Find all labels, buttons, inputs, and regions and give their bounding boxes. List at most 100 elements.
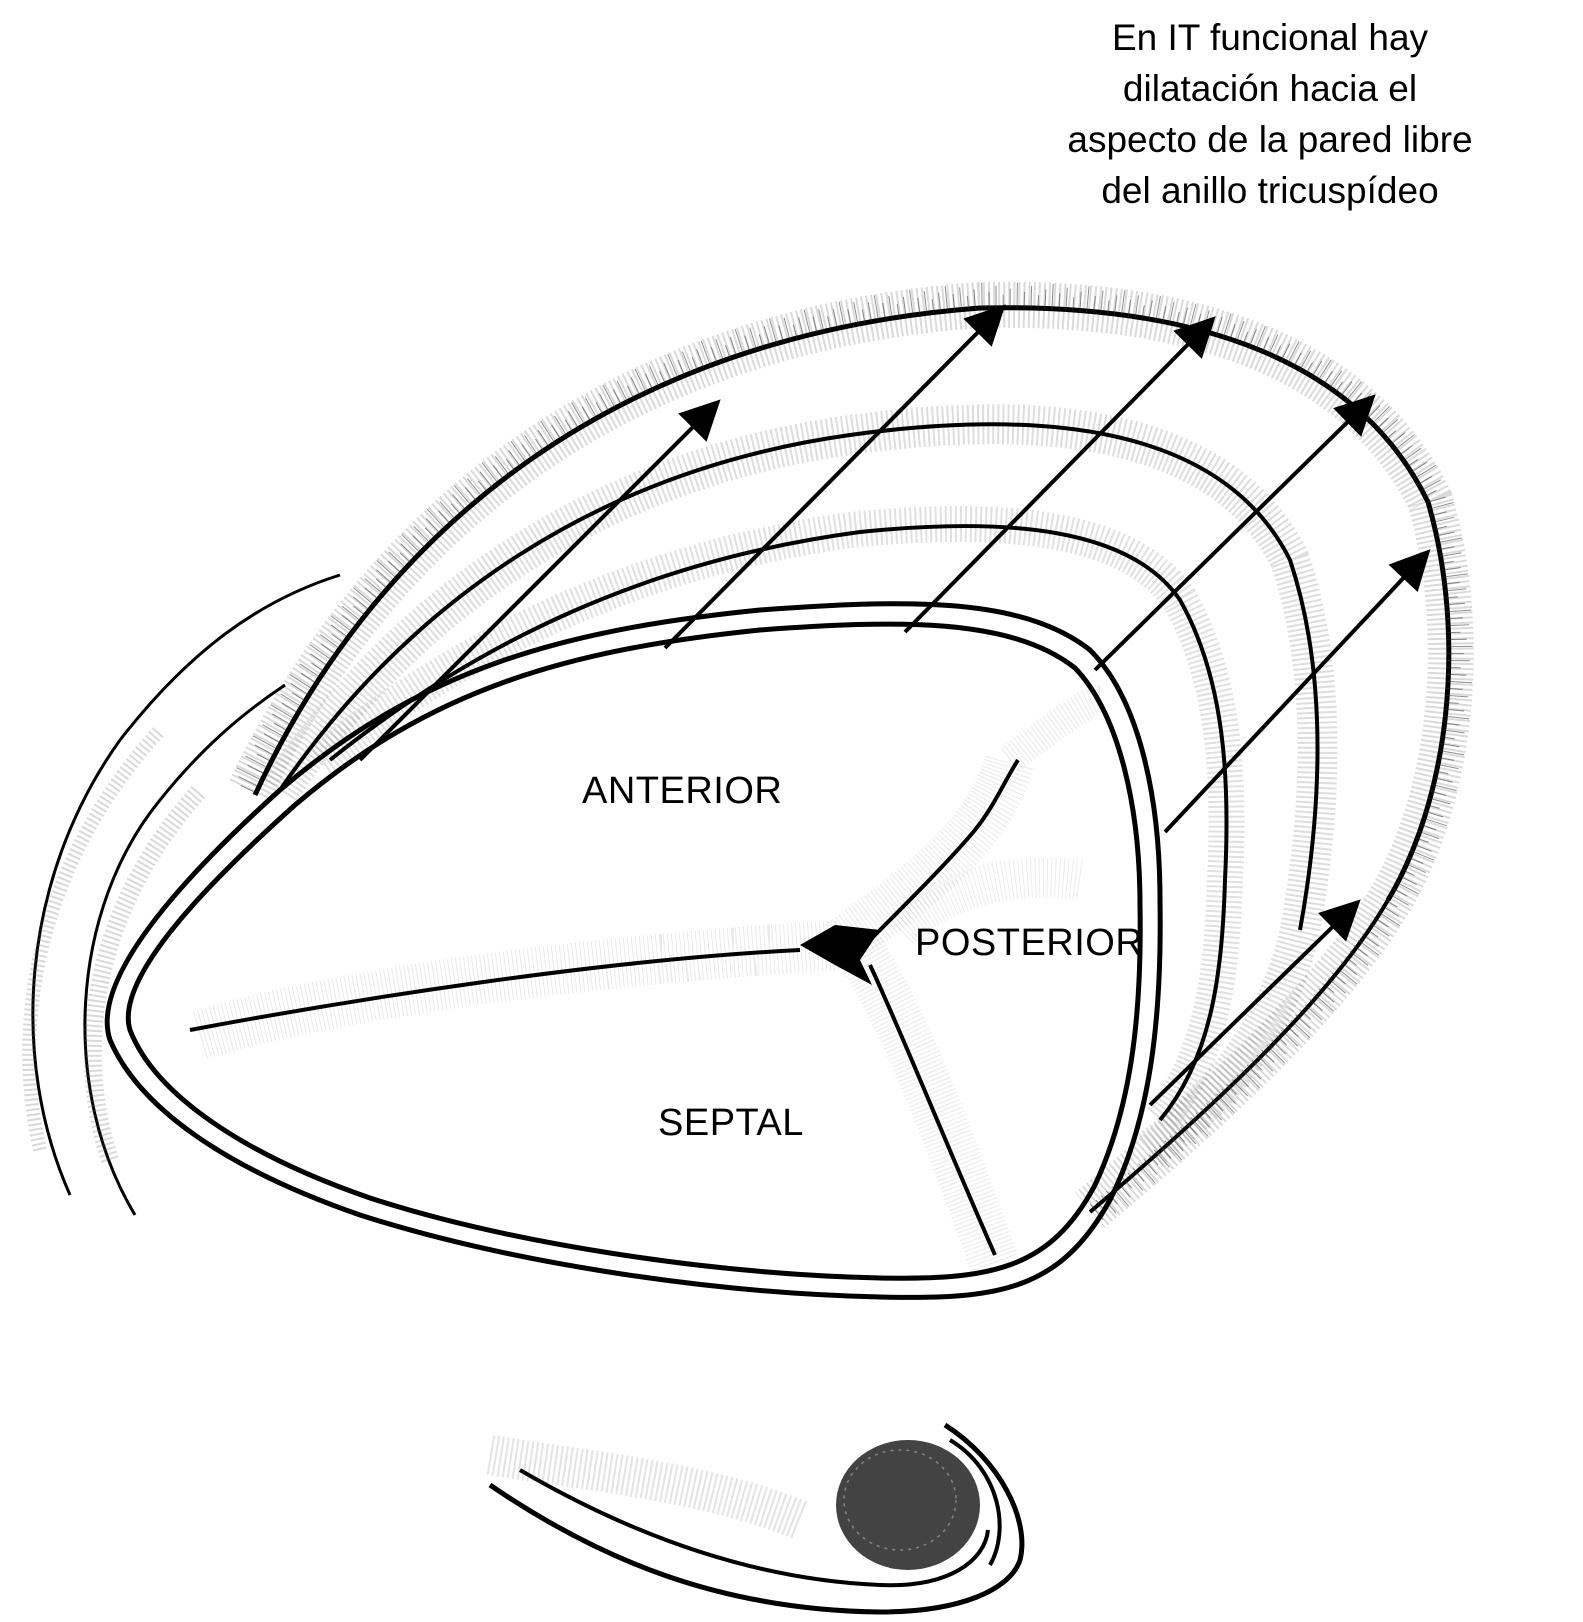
- hatch-stroke: [1328, 370, 1343, 390]
- hatch-stroke: [1381, 905, 1399, 917]
- hatch-stroke: [376, 560, 397, 579]
- hatch-stroke: [1446, 631, 1461, 634]
- hatch-stroke: [1221, 1088, 1236, 1104]
- hatch-stroke: [1226, 1083, 1237, 1095]
- hatch-stroke: [376, 569, 392, 584]
- hatch-stroke: [1437, 756, 1455, 761]
- hatch-stroke: [923, 291, 928, 315]
- hatch-stroke: [931, 299, 935, 314]
- hatch-stroke: [1138, 1163, 1156, 1184]
- hatch-stroke: [236, 767, 260, 780]
- hatch-stroke: [1419, 823, 1437, 831]
- hatch-stroke: [1429, 790, 1447, 796]
- hatch-stroke: [309, 644, 332, 660]
- hatch-stroke: [1304, 1004, 1323, 1021]
- hatch-stroke: [1375, 417, 1389, 431]
- hatch-stroke: [1256, 1054, 1274, 1072]
- hatch-stroke: [1345, 956, 1357, 966]
- hatch-stroke: [1446, 680, 1473, 684]
- hatch-stroke: [725, 344, 731, 359]
- hatch-stroke: [240, 785, 254, 793]
- hatch-stroke: [492, 465, 504, 480]
- hatch-stroke: [1298, 350, 1312, 372]
- hatch-stroke: [245, 755, 267, 768]
- hatch-stroke: [769, 318, 778, 344]
- hatch-stroke: [1395, 881, 1419, 895]
- anterior-leaflet-label: ANTERIOR: [582, 770, 783, 812]
- hatch-stroke: [783, 317, 791, 341]
- hatch-stroke: [873, 295, 879, 321]
- hatch-stroke: [1438, 749, 1465, 756]
- hatch-stroke: [832, 308, 838, 329]
- hatch-stroke: [264, 733, 280, 743]
- hatch-stroke: [1446, 624, 1470, 627]
- dilatation-arrow: [1148, 899, 1361, 1107]
- hatch-stroke: [494, 456, 510, 476]
- hatch-stroke: [388, 551, 406, 568]
- caption-line: aspecto de la pared libre: [1067, 119, 1473, 160]
- hatch-stroke: [1235, 320, 1245, 343]
- hatch-stroke: [1444, 701, 1459, 704]
- caption-line: del anillo tricuspídeo: [1101, 170, 1439, 211]
- hatch-stroke: [1404, 862, 1426, 874]
- hatch-stroke: [1431, 516, 1455, 524]
- hatch-stroke: [510, 440, 527, 463]
- hatch-stroke: [291, 692, 305, 701]
- dilated-inner-band: [308, 506, 1245, 1132]
- hatch-stroke: [1266, 1044, 1286, 1064]
- hatch-stroke: [882, 302, 886, 320]
- hatch-stroke: [564, 419, 573, 433]
- hatch-stroke: [1407, 856, 1424, 865]
- hatch-stroke: [1401, 868, 1415, 876]
- hatch-stroke: [1436, 537, 1462, 544]
- tricuspid-annulus-ring: [104, 601, 1163, 1300]
- hatch-stroke: [1445, 617, 1463, 620]
- hatch-stroke: [1432, 777, 1453, 783]
- hatch-stroke: [401, 533, 421, 553]
- hatch-stroke: [749, 327, 757, 350]
- hatch-stroke: [1389, 432, 1406, 446]
- hatch-stroke: [1410, 849, 1435, 861]
- hatch-stroke: [1327, 978, 1346, 994]
- hatch-stroke: [1155, 295, 1161, 322]
- hatch-stroke: [867, 302, 873, 323]
- hatch-stroke: [1185, 1121, 1198, 1136]
- hatch-stroke: [1353, 945, 1368, 957]
- hatch-stroke: [1441, 573, 1468, 578]
- hatch-stroke: [1357, 939, 1380, 957]
- hatch-stroke: [262, 724, 283, 737]
- hatch-stroke: [341, 615, 357, 627]
- hatch-stroke: [375, 578, 388, 589]
- hatch-stroke: [744, 335, 751, 352]
- hatch-stroke: [1440, 736, 1455, 740]
- hatch-stroke: [1169, 1135, 1184, 1152]
- hatch-stroke: [1415, 837, 1429, 843]
- hatch-stroke: [1229, 324, 1236, 341]
- hatch-stroke: [1397, 445, 1413, 457]
- hatch-stroke: [477, 480, 488, 493]
- hatch-stroke: [331, 633, 344, 643]
- hatch-stroke: [1271, 1039, 1287, 1055]
- hatch-stroke: [1242, 331, 1249, 346]
- hatch-stroke: [1215, 316, 1223, 337]
- hatch-stroke: [1427, 797, 1451, 805]
- hatch-stroke: [1340, 961, 1358, 976]
- hatch-stroke: [1437, 546, 1455, 551]
- hatch-stroke: [256, 753, 270, 762]
- hatch-stroke: [320, 634, 340, 649]
- hatch-stroke: [1255, 325, 1266, 351]
- hatch-stroke: [602, 384, 616, 409]
- hatch-stroke: [938, 292, 942, 313]
- hatch-stroke: [1421, 817, 1448, 827]
- dilated-outer-band: [229, 281, 1474, 1228]
- hatch-stroke: [616, 380, 628, 402]
- hatch-stroke: [691, 357, 698, 371]
- hatch-stroke: [1143, 1158, 1158, 1175]
- hatch-stroke: [902, 296, 907, 317]
- hatch-stroke: [734, 329, 744, 355]
- hatch-stroke: [1248, 328, 1257, 348]
- hatch-stroke: [1222, 313, 1232, 339]
- hatch-stroke: [273, 722, 287, 731]
- hatch-stroke: [1113, 295, 1118, 316]
